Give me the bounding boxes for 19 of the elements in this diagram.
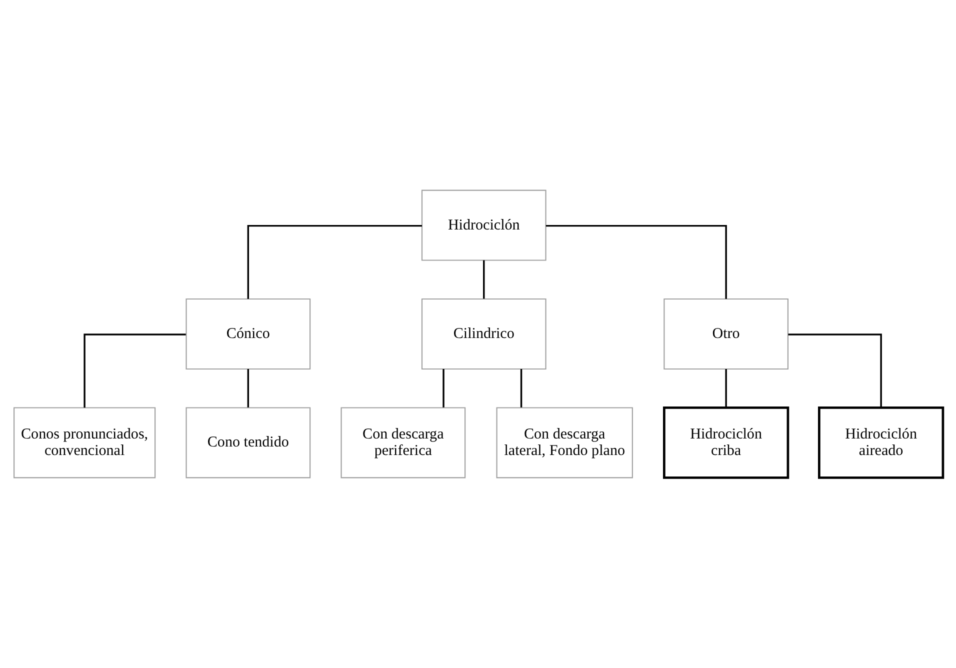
node-box: Hidrociclón criba [662, 406, 789, 479]
connector [482, 260, 484, 299]
node-box: Cónico [185, 298, 310, 370]
node-box: Con descarga periferica [340, 407, 466, 478]
node-box: Hidrociclón [420, 190, 546, 261]
connector [246, 369, 249, 408]
node-box: Cilindrico [420, 298, 546, 370]
node-box: Otro [663, 298, 788, 370]
connector [545, 224, 726, 299]
connector [442, 369, 444, 408]
connector [788, 334, 882, 408]
node-box: Cono tendido [185, 407, 310, 478]
node-box: Hidrociclón aireado [817, 406, 944, 479]
connector [246, 224, 422, 299]
connector [724, 369, 726, 408]
connector [83, 334, 186, 408]
node-box: Conos pronunciados, convencional [13, 407, 156, 478]
connector [520, 369, 522, 408]
node-box: Con descarga lateral, Fondo plano [496, 407, 632, 478]
